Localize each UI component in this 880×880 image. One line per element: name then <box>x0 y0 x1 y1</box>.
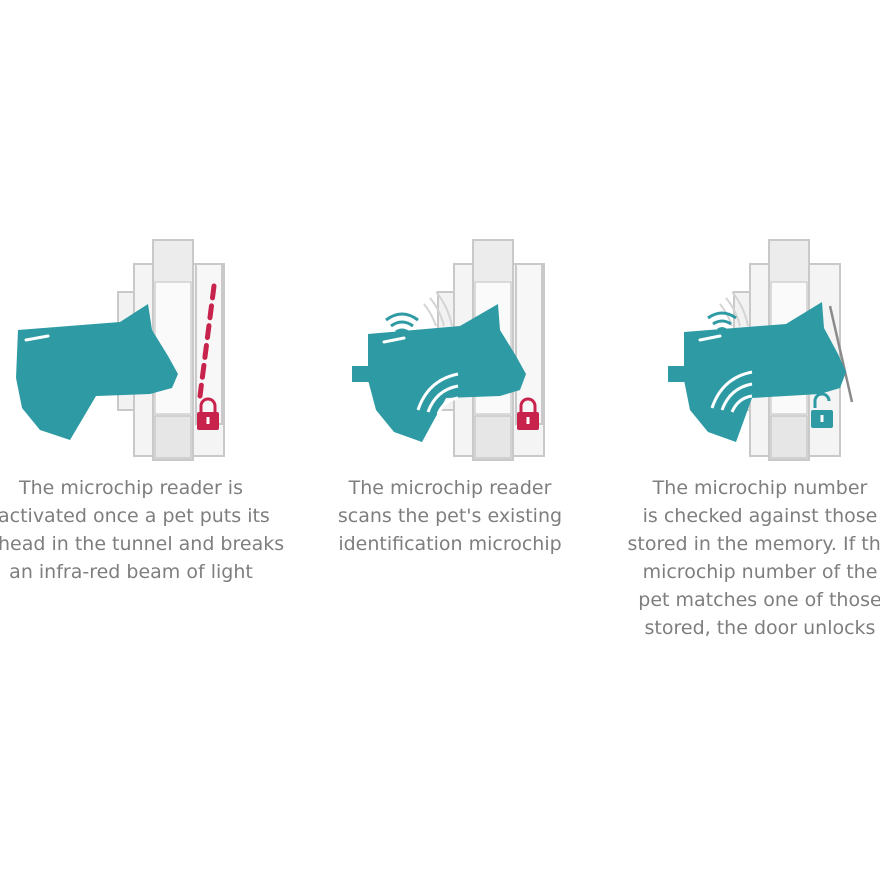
cat-flap-frame <box>117 239 225 461</box>
caption-line: pet matches one of those <box>638 589 880 611</box>
microchip-signal-icon <box>385 312 459 415</box>
caption-line: head in the tunnel and breaks <box>0 533 285 555</box>
panel-3-illustration <box>668 239 854 461</box>
caption-line: an infra-red beam of light <box>9 561 253 583</box>
caption-line: activated once a pet puts its <box>0 505 270 527</box>
caption-line: stored in the memory. If the <box>627 533 880 555</box>
caption-line: The microchip number <box>652 477 868 499</box>
panel-2-caption: The microchip reader scans the pet's exi… <box>318 474 582 558</box>
cat-head-icon <box>16 304 178 440</box>
infra-red-beam-icon <box>197 283 217 399</box>
arrow-right-icon <box>668 356 710 392</box>
caption-line: microchip number of the <box>642 561 878 583</box>
panel-2-illustration <box>352 239 545 461</box>
arrow-right-icon <box>352 356 394 392</box>
panel-1-illustration <box>16 239 225 461</box>
panel-1-caption: The microchip reader is activated once a… <box>0 474 285 586</box>
caption-line: identification microchip <box>338 533 562 555</box>
caption-line: stored, the door unlocks <box>644 617 876 639</box>
padlock-open-icon <box>811 392 833 428</box>
open-flap-icon <box>828 305 854 403</box>
reader-signal-waves-icon <box>423 291 453 327</box>
caption-line: scans the pet's existing <box>337 505 563 527</box>
padlock-closed-icon <box>197 397 219 430</box>
cat-head-icon <box>368 304 526 442</box>
caption-line: The microchip reader is <box>18 477 243 499</box>
caption-line: The microchip reader <box>348 477 552 499</box>
panel-3-caption: The microchip number is checked against … <box>620 474 880 642</box>
caption-line: is checked against those <box>642 505 878 527</box>
microchip-signal-icon <box>707 311 753 413</box>
padlock-closed-icon <box>517 397 539 430</box>
